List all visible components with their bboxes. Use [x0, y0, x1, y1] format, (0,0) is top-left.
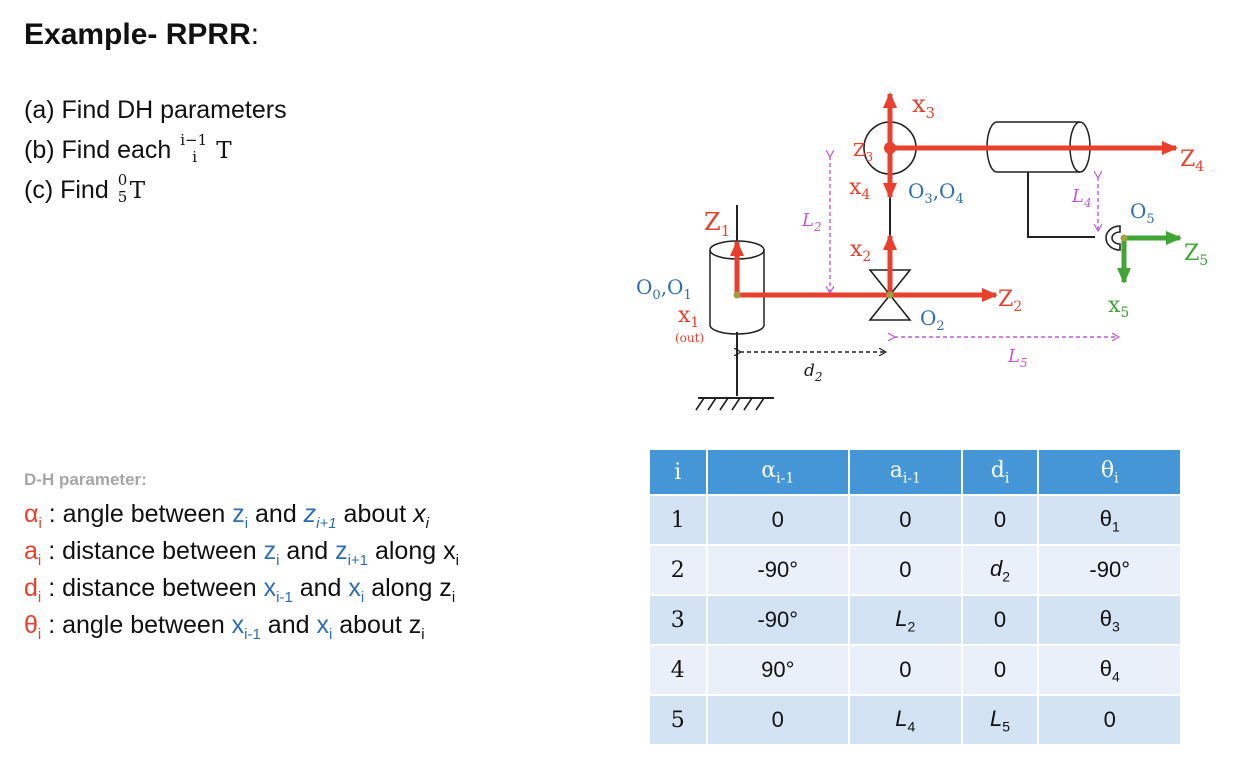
- table-cell: -90°: [1037, 544, 1182, 596]
- table-cell: 0: [848, 494, 963, 546]
- table-cell: 1: [648, 494, 708, 546]
- table-header-cell: ai-1: [848, 448, 963, 496]
- definition-d: di : distance between xi-1 and xi along …: [24, 574, 456, 606]
- table-cell: 0: [1037, 694, 1182, 746]
- table-cell: 0: [705, 494, 851, 546]
- origin-o2: [886, 291, 894, 299]
- table-cell: L5: [960, 694, 1040, 746]
- table-cell: L4: [848, 694, 963, 746]
- table-cell: 0: [848, 644, 963, 696]
- table-cell: 0: [960, 594, 1040, 646]
- x2-label: x2: [850, 237, 871, 265]
- z3-axis-out-marker: [884, 142, 896, 154]
- z3-label: Z3: [853, 140, 873, 164]
- z5-label: Z5: [1184, 241, 1208, 269]
- table-cell: 5: [648, 694, 708, 746]
- table-cell: θ3: [1037, 594, 1182, 646]
- table-cell: θ1: [1037, 494, 1182, 546]
- table-cell: -90°: [705, 594, 851, 646]
- definition-a: ai : distance between zi and zi+1 along …: [24, 537, 459, 569]
- x5-label: x5: [1108, 293, 1129, 321]
- table-cell: 0: [960, 644, 1040, 696]
- x3-label: x3: [912, 90, 935, 122]
- l5-label: L5: [1007, 346, 1028, 370]
- table-cell: -90°: [705, 544, 851, 596]
- table-cell: 3: [648, 594, 708, 646]
- table-cell: L2: [848, 594, 963, 646]
- table-cell: 0: [848, 544, 963, 596]
- ground-base: [695, 332, 774, 411]
- o3-o4-label: O3,O4: [908, 179, 964, 207]
- table-header-cell: αi-1: [705, 448, 851, 496]
- table-cell: 90°: [705, 644, 851, 696]
- rprr-robot-diagram: x3 Z3 Z4 x4 O3,O4 L2 L4 O5 Z5 Z1 x2 Z2 x…: [636, 90, 1208, 411]
- origin-o5: [1120, 234, 1128, 242]
- table-cell: 4: [648, 644, 708, 696]
- definition-theta: θi : angle between xi-1 and xi about zi: [24, 611, 425, 643]
- table-header-cell: i: [648, 448, 708, 496]
- o2-label: O2: [920, 306, 945, 334]
- table-cell: θ4: [1037, 644, 1182, 696]
- table-header-cell: θi: [1037, 448, 1182, 496]
- o0-o1-label: O0,O1: [636, 275, 692, 303]
- o5-label: O5: [1130, 199, 1155, 227]
- z1-label: Z1: [704, 208, 730, 240]
- z2-label: Z2: [998, 287, 1022, 315]
- origin-o0-o1: [733, 291, 741, 299]
- table-cell: 2: [648, 544, 708, 596]
- gripper: [1105, 225, 1121, 251]
- x4-label: x4: [849, 175, 870, 203]
- x1-out-label: (out): [675, 331, 704, 345]
- link-4: [1027, 172, 1095, 238]
- table-cell: d2: [960, 544, 1040, 596]
- z4-label: Z4: [1180, 147, 1204, 175]
- x1-label: x1: [678, 303, 699, 331]
- definition-alpha: αi : angle between zi and zi+1 about xi: [24, 500, 429, 532]
- task-a: (a) Find DH parameters: [24, 96, 287, 124]
- table-header-cell: di: [960, 448, 1040, 496]
- dh-heading: D-H parameter:: [24, 470, 147, 489]
- table-cell: 0: [705, 694, 851, 746]
- l4-label: L4: [1071, 186, 1092, 210]
- d2-label: d2: [804, 361, 823, 384]
- l2-label: L2: [801, 210, 822, 234]
- table-cell: 0: [960, 494, 1040, 546]
- page-title: Example- RPRR:: [24, 18, 260, 51]
